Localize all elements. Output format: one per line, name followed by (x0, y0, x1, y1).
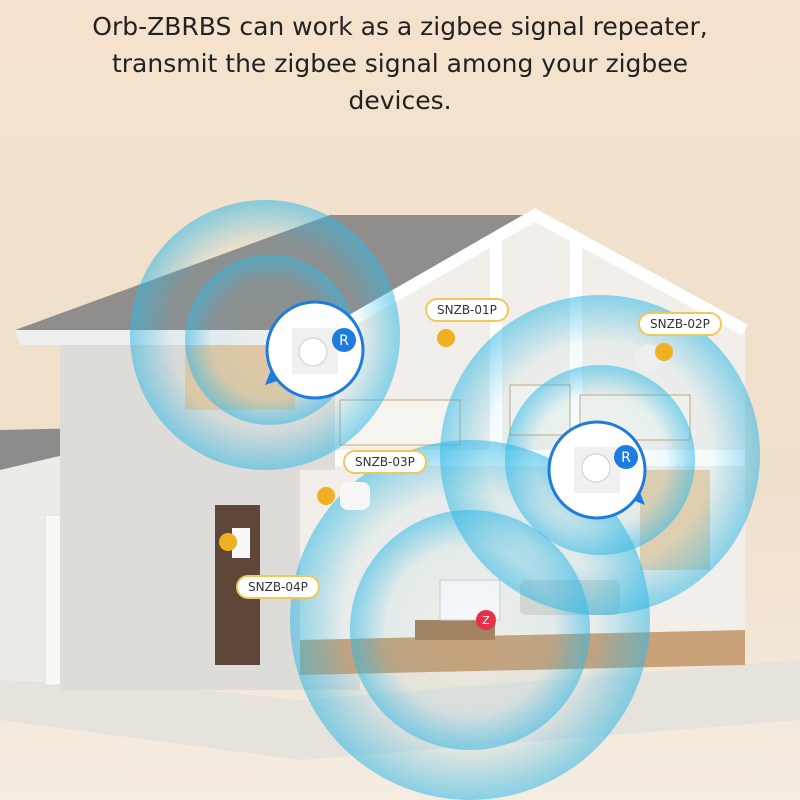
coordinator-badge-icon (476, 610, 496, 630)
end-device-badges: Z (219, 329, 673, 630)
router-callout-lower: R (547, 420, 647, 520)
svg-text:Z: Z (482, 614, 490, 627)
router-badge-icon (332, 328, 356, 352)
label-snzb-02p: SNZB-02P (638, 312, 722, 336)
headline: Orb-ZBRBS can work as a zigbee signal re… (0, 8, 800, 119)
headline-line-3: devices. (348, 86, 452, 115)
svg-text:R: R (339, 333, 349, 349)
headline-line-2: transmit the zigbee signal among your zi… (111, 49, 689, 78)
end-device-badge-icon (317, 487, 335, 505)
headline-line-1: Orb-ZBRBS can work as a zigbee signal re… (92, 12, 708, 41)
end-device-badge-icon (219, 533, 237, 551)
label-snzb-03p: SNZB-03P (343, 450, 427, 474)
svg-text:R: R (621, 450, 631, 466)
label-snzb-01p: SNZB-01P (425, 298, 509, 322)
end-device-badge-icon (437, 329, 455, 347)
end-device-badge-icon (655, 343, 673, 361)
router-badge-icon (614, 445, 638, 469)
label-snzb-04p: SNZB-04P (236, 575, 320, 599)
router-callout-upper: R (265, 300, 365, 400)
signal-circle (350, 510, 590, 750)
